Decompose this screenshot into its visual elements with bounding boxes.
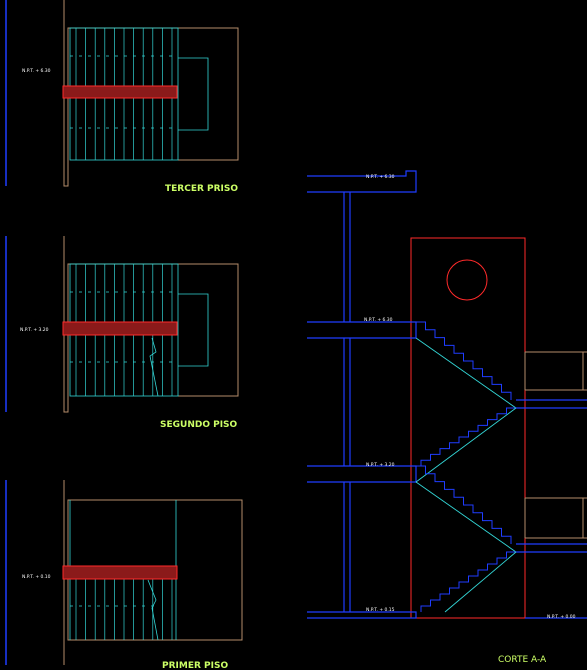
landing-band bbox=[62, 321, 178, 336]
plan-first-floor: N.P.T. + 0.10 PRIMER PISO bbox=[5, 480, 243, 670]
level-label: N.P.T. + 6.30 bbox=[22, 68, 51, 74]
round-window bbox=[446, 259, 488, 301]
level-label: N.P.T. + 0.00 bbox=[547, 614, 576, 620]
plan-third-floor: N.P.T. + 6.30 TERCER PRISO bbox=[5, 0, 239, 194]
stair-soffit bbox=[444, 551, 517, 613]
plan-title: TERCER PRISO bbox=[165, 184, 238, 194]
plan-second-floor: N.P.T. + 3.20 SEGUNDO PISO bbox=[5, 236, 239, 430]
plan-title: PRIMER PISO bbox=[162, 661, 228, 670]
section-title: CORTE A-A bbox=[498, 655, 547, 665]
stair-flight bbox=[420, 407, 516, 466]
stair-flight bbox=[416, 321, 512, 400]
stair-soffit bbox=[415, 481, 517, 553]
stair-flight bbox=[416, 465, 512, 544]
plan-title: SEGUNDO PISO bbox=[160, 420, 238, 430]
stair-soffit bbox=[415, 337, 517, 409]
level-label: N.P.T. + 3.20 bbox=[366, 462, 395, 468]
stair-flight bbox=[420, 551, 516, 612]
level-label: N.P.T. + 3.20 bbox=[20, 327, 49, 333]
level-label: N.P.T. + 6.30 bbox=[366, 174, 395, 180]
landing-band bbox=[62, 565, 178, 580]
section-a-a: N.P.T. + 6.30 N.P.T. + 6.30 N.P.T. + 3.2… bbox=[307, 170, 587, 665]
level-label: N.P.T. + 0.15 bbox=[366, 607, 395, 613]
level-label: N.P.T. + 0.10 bbox=[22, 574, 51, 580]
stair-soffit bbox=[415, 407, 517, 483]
level-label: N.P.T. + 6.30 bbox=[364, 317, 393, 323]
landing-band bbox=[62, 85, 178, 99]
